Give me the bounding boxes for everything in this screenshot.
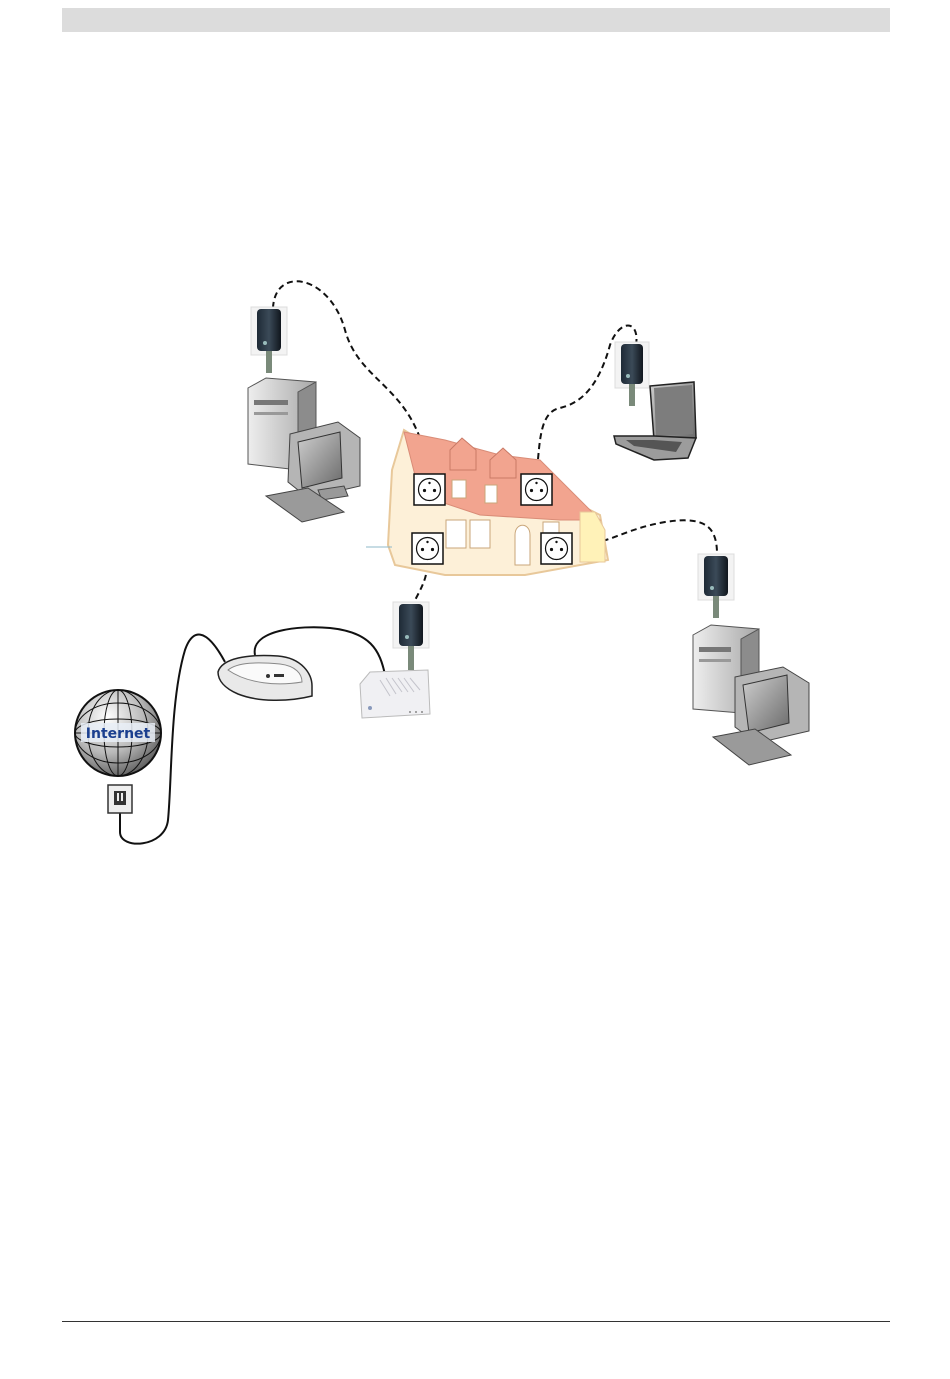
laptop-icon (614, 382, 696, 460)
powerline-adapter-icon (615, 342, 649, 406)
footer-rule (62, 1321, 890, 1322)
powerline-adapter-icon (393, 602, 429, 670)
powerline-adapter-icon (251, 307, 287, 373)
desktop-computer-icon (693, 625, 809, 765)
outlet-top-right (521, 474, 552, 505)
desktop-computer-icon (248, 378, 360, 522)
outlet-top-left (414, 474, 445, 505)
outlet-bottom-left (412, 533, 443, 564)
modem-icon (218, 656, 312, 701)
house-door (515, 525, 530, 565)
powerline-adapter-icon (698, 554, 734, 618)
globe-label: Internet (86, 726, 151, 742)
phone-jack-icon (108, 785, 132, 813)
router-icon (360, 670, 430, 718)
outlet-bottom-right (541, 533, 572, 564)
internet-globe-icon: Internet (75, 690, 161, 776)
